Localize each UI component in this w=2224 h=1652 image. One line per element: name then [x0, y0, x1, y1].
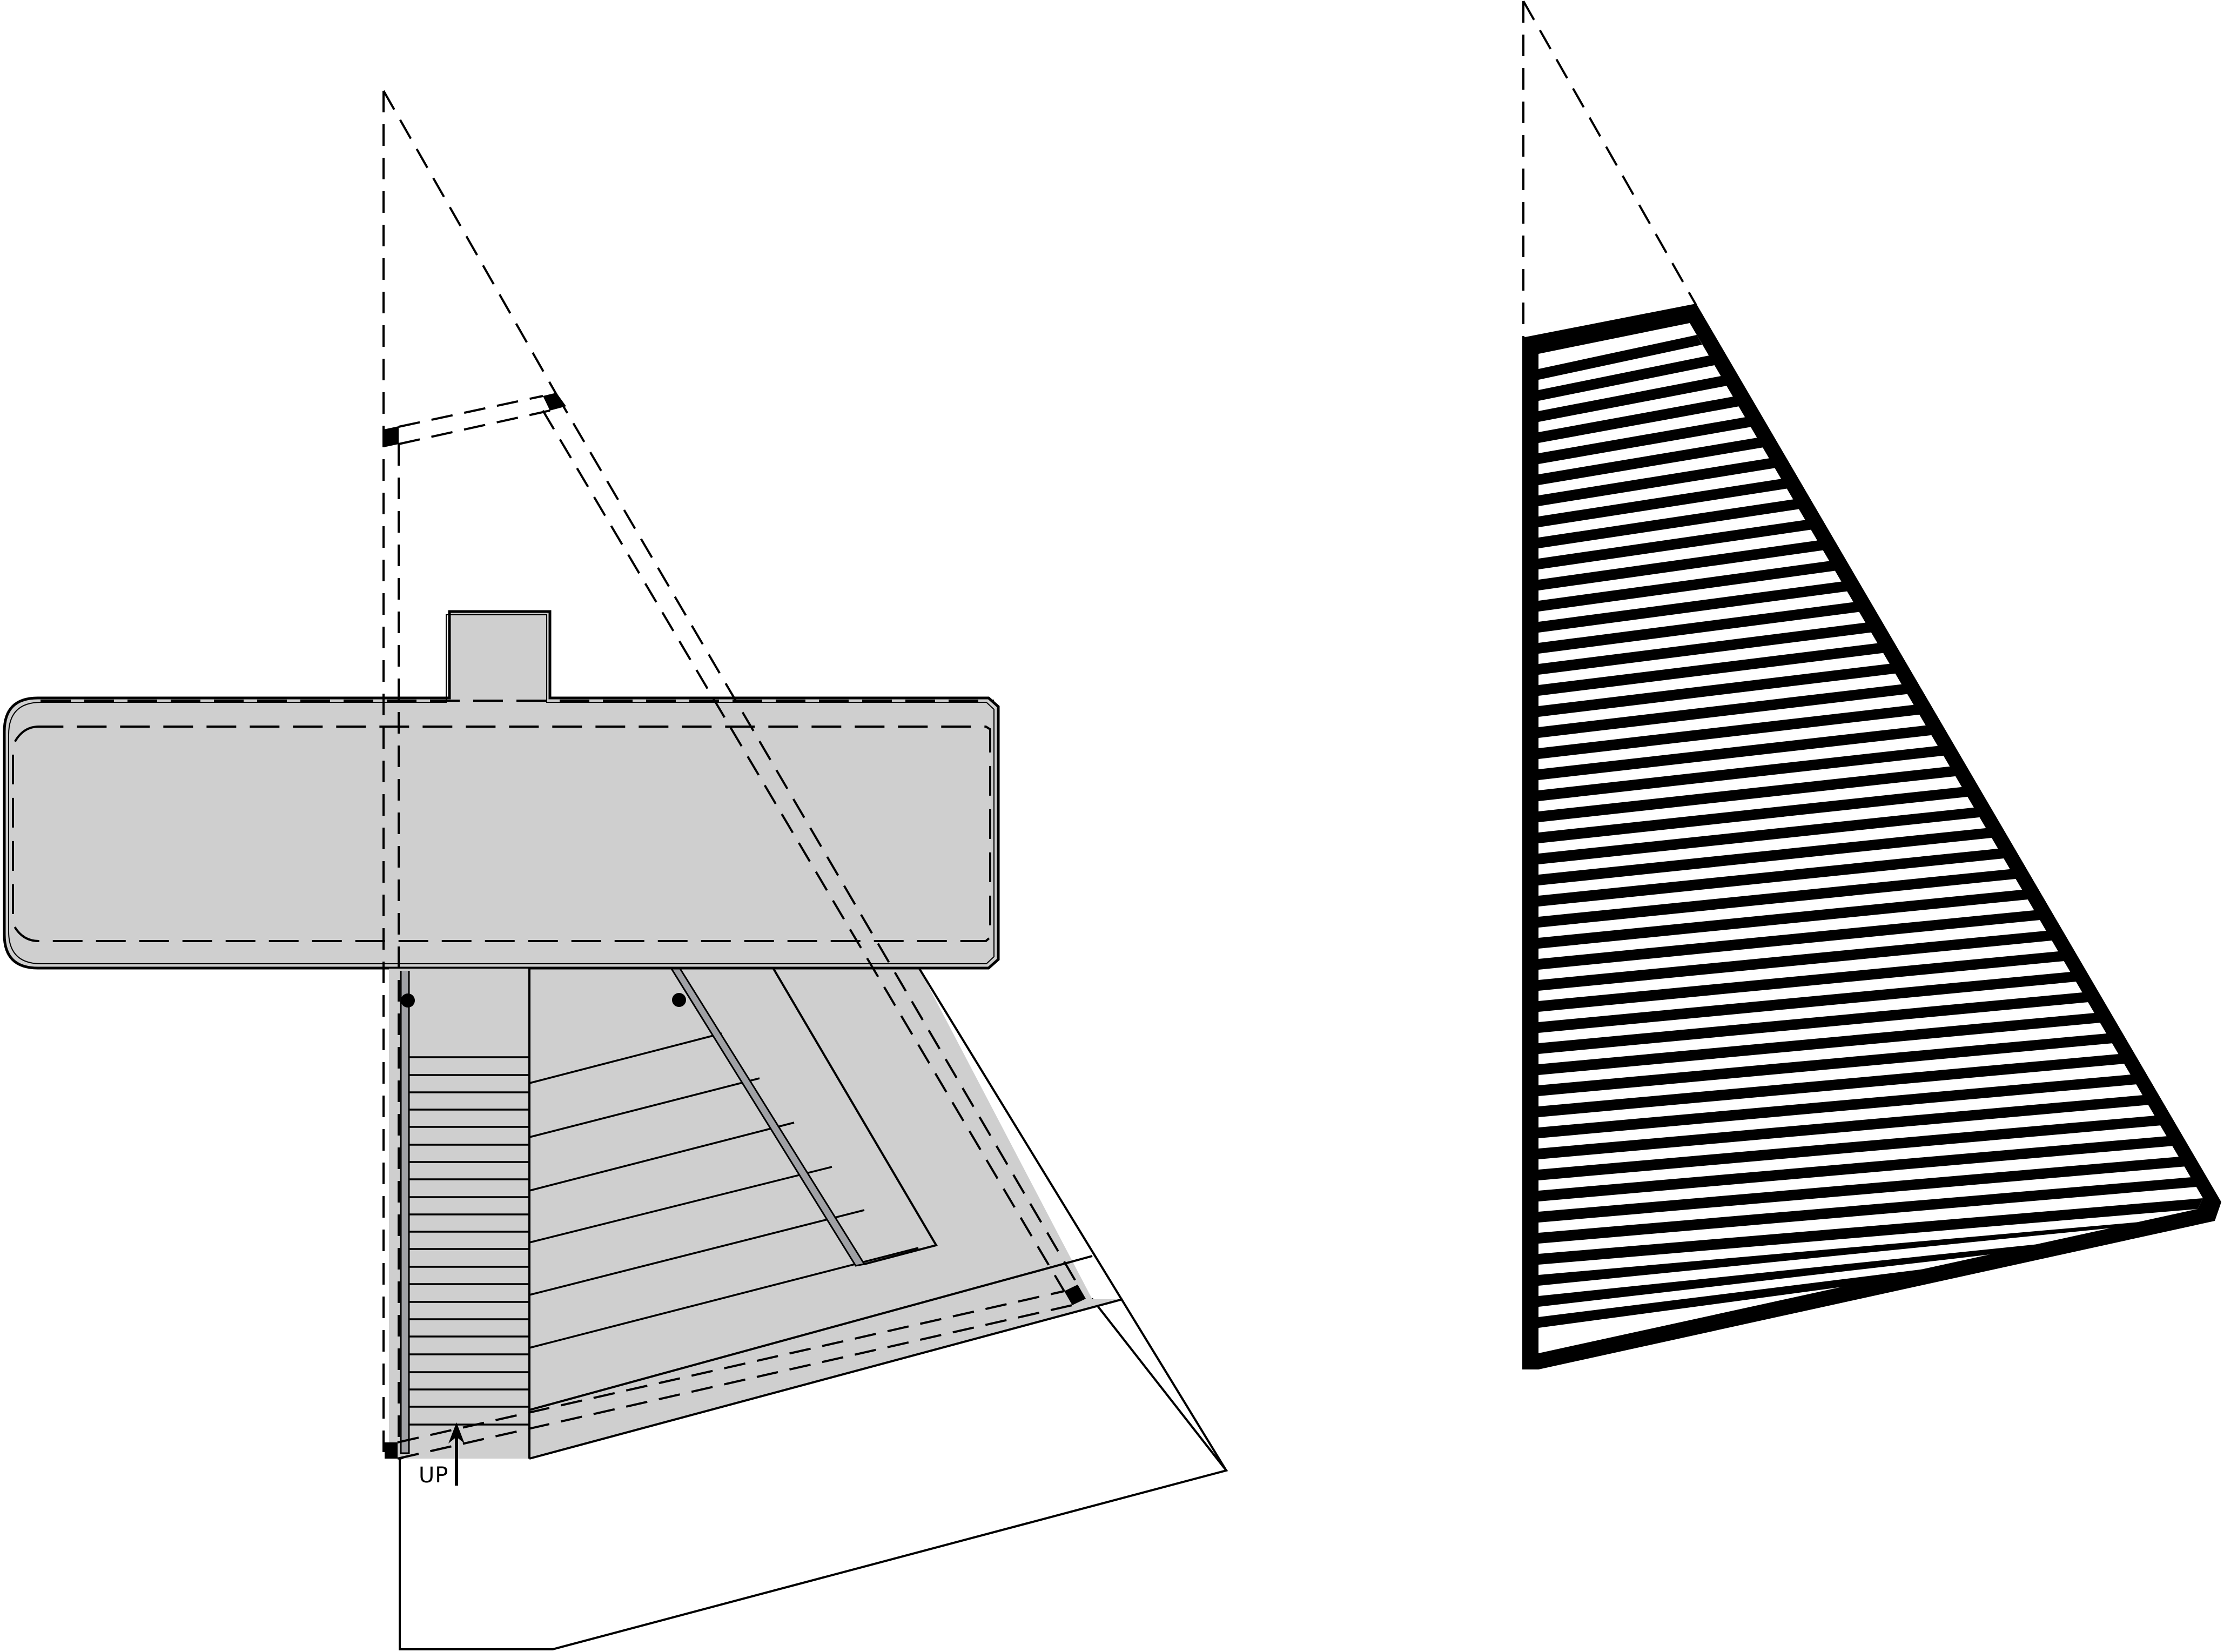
upper-deck	[3, 610, 1000, 970]
lower-landing-edge	[529, 1298, 1123, 1460]
deck-opening-join	[389, 969, 529, 971]
column-marker-top-right	[543, 393, 566, 411]
left-stair-plan	[3, 90, 1228, 1650]
upper-deck-inner-outline	[8, 614, 995, 964]
stair-up-label: UP	[419, 1463, 449, 1488]
inner-landing-outline	[771, 966, 938, 1265]
column-marker-bottom-left	[385, 1442, 398, 1459]
up-arrow-icon	[448, 1422, 465, 1486]
landing-stair-treads	[529, 1032, 919, 1349]
canopy-apex-diagonal-dashed	[1522, 1, 1697, 306]
canopy-projection-dashed	[382, 90, 1079, 1460]
column-marker-bottom-right	[1064, 1285, 1086, 1305]
left-stair-treads	[404, 1056, 529, 1426]
landing-edge-inner	[529, 1255, 1093, 1411]
right-canopy-plan	[1522, 1, 2221, 1369]
post-left	[401, 993, 415, 1008]
post-right	[672, 993, 686, 1007]
handrail-left	[400, 967, 410, 1454]
column-marker-top-left	[384, 426, 399, 447]
canopy-inner	[1538, 323, 2203, 1353]
outer-boundary-edge	[917, 966, 1227, 1472]
deck-inner-dashed-line	[12, 726, 991, 942]
canopy-hatch-bars	[1538, 335, 2203, 1328]
